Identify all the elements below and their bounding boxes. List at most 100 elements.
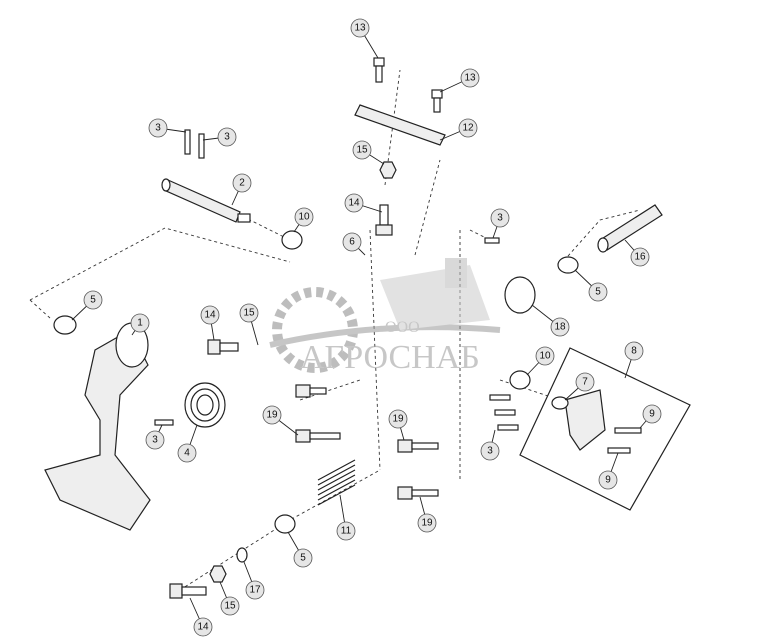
callout-11: 16	[624, 239, 650, 267]
callout-bubble	[352, 140, 372, 160]
callout-number: 3	[155, 123, 161, 134]
callout-18: 8	[624, 341, 644, 379]
callout-number: 19	[421, 518, 433, 529]
part-shaft-2	[161, 178, 251, 223]
callout-28: 11	[336, 494, 356, 541]
callout-number: 5	[90, 295, 96, 306]
part-bushing-10	[281, 230, 531, 390]
part-bolt-14	[375, 204, 393, 236]
callout-24: 19	[388, 409, 408, 441]
callout-7: 3	[202, 127, 237, 147]
callout-bubble	[145, 430, 165, 450]
part-pedal-1	[44, 322, 151, 531]
callout-number: 13	[354, 23, 366, 34]
callout-number: 19	[392, 414, 404, 425]
part-pins-3	[154, 129, 500, 426]
callout-27: 3	[480, 429, 500, 461]
part-bottom-hardware	[169, 547, 248, 599]
callout-number: 3	[487, 446, 493, 457]
callout-number: 14	[204, 310, 216, 321]
callout-bubble	[130, 313, 150, 333]
callout-23: 19	[262, 405, 299, 436]
callout-0: 13	[350, 18, 379, 59]
callout-30: 5	[287, 531, 313, 568]
callout-1: 13	[439, 68, 480, 93]
part-pin-16	[597, 204, 663, 253]
part-bolt-14b	[207, 339, 239, 355]
callout-bubble	[336, 521, 356, 541]
callout-9: 10	[293, 207, 314, 233]
callout-number: 5	[300, 553, 306, 564]
part-sensor-assembly-8	[519, 347, 691, 511]
callout-number: 3	[152, 435, 158, 446]
callout-bubble	[239, 303, 259, 323]
callout-13: 18	[531, 304, 570, 337]
callout-number: 6	[349, 237, 355, 248]
callout-10: 3	[490, 208, 510, 239]
callout-bubble	[490, 208, 510, 228]
callout-12: 5	[574, 269, 608, 302]
callout-21: 9	[639, 404, 662, 429]
part-bracket-12	[354, 104, 446, 146]
callout-bubble	[83, 290, 103, 310]
callout-number: 14	[197, 622, 209, 633]
callout-bubble	[177, 443, 197, 463]
callout-bubble	[630, 247, 650, 267]
callout-2: 12	[439, 118, 478, 141]
callout-29: 19	[417, 496, 437, 533]
part-bolts-19	[295, 384, 439, 500]
callout-15: 1	[130, 313, 150, 336]
callout-number: 15	[243, 308, 255, 319]
callout-17: 15	[239, 303, 259, 346]
callout-number: 1	[137, 318, 143, 329]
callout-4: 14	[344, 193, 383, 213]
part-pins-3b	[489, 394, 519, 431]
callout-number: 19	[266, 410, 278, 421]
callout-bubble	[535, 346, 555, 366]
callout-22: 9	[598, 452, 619, 490]
callout-number: 15	[224, 601, 236, 612]
callout-bubble	[294, 207, 314, 227]
part-spring-4	[184, 382, 226, 428]
watermark-prefix: ООО	[385, 319, 420, 336]
callout-20: 7	[564, 372, 595, 401]
callout-19: 10	[526, 346, 555, 376]
callout-number: 4	[184, 448, 190, 459]
callout-5: 6	[342, 232, 366, 256]
callout-number: 9	[649, 409, 655, 420]
callout-bubble	[293, 548, 313, 568]
callout-bubble	[245, 580, 265, 600]
callout-bubble	[220, 596, 240, 616]
callout-number: 10	[298, 212, 310, 223]
callout-32: 15	[219, 581, 240, 616]
part-ring-18	[504, 276, 536, 314]
part-bolt-13b	[431, 89, 443, 113]
callout-number: 7	[582, 377, 588, 388]
callout-bubble	[458, 118, 478, 138]
callout-number: 14	[348, 198, 360, 209]
callout-bubble	[232, 173, 252, 193]
callout-number: 16	[634, 252, 646, 263]
callout-number: 3	[497, 213, 503, 224]
callout-number: 15	[356, 145, 368, 156]
callout-number: 17	[249, 585, 261, 596]
callout-number: 8	[631, 346, 637, 357]
callout-bubble	[460, 68, 480, 88]
callout-number: 10	[539, 351, 551, 362]
callout-bubble	[588, 282, 608, 302]
callout-bubble	[217, 127, 237, 147]
callout-number: 13	[464, 73, 476, 84]
callout-bubble	[550, 317, 570, 337]
callout-bubble	[342, 232, 362, 252]
callout-31: 17	[243, 561, 265, 600]
part-nut-15	[379, 161, 397, 179]
part-bolt-13a	[373, 57, 385, 83]
part-spring-11	[317, 459, 356, 506]
callout-3: 15	[352, 140, 385, 165]
callout-bubble	[350, 18, 370, 38]
callout-bubble	[148, 118, 168, 138]
callout-number: 3	[224, 132, 230, 143]
